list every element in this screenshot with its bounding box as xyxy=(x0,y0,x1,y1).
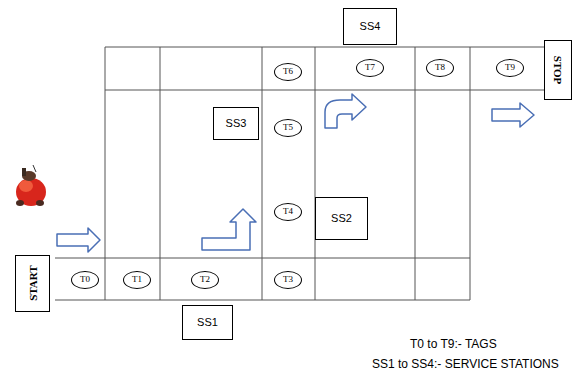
turn-arrow xyxy=(202,209,256,250)
terminal-label: STOP xyxy=(552,56,564,85)
tag-label: T2 xyxy=(200,275,210,285)
tag-label: T0 xyxy=(80,275,90,285)
tag-label: T8 xyxy=(435,63,445,73)
terminal-label: START xyxy=(26,266,38,301)
station-label: SS4 xyxy=(360,20,381,32)
direction-arrow xyxy=(492,103,534,127)
tag-ellipse: T1 xyxy=(123,271,151,289)
station-label: SS1 xyxy=(197,316,218,328)
robot-picture xyxy=(16,165,46,206)
legend-note: T0 to T9:- TAGS xyxy=(410,337,497,351)
tag-ellipse: T8 xyxy=(426,59,454,77)
tag-ellipse: T5 xyxy=(274,119,302,137)
tag-label: T7 xyxy=(365,63,375,73)
terminal-box: STOP xyxy=(544,40,572,100)
tag-ellipse: T3 xyxy=(274,271,302,289)
direction-arrow xyxy=(57,228,100,252)
station-label: SS2 xyxy=(331,212,352,224)
tag-ellipse: T9 xyxy=(496,59,524,77)
tag-label: T4 xyxy=(283,207,293,217)
station-label: SS3 xyxy=(226,117,247,129)
legend-note: SS1 to SS4:- SERVICE STATIONS xyxy=(372,357,559,371)
tag-label: T3 xyxy=(283,275,293,285)
tag-label: T6 xyxy=(283,67,293,77)
tag-label: T9 xyxy=(505,63,515,73)
tag-ellipse: T2 xyxy=(191,271,219,289)
tag-ellipse: T4 xyxy=(274,203,302,221)
tag-ellipse: T7 xyxy=(356,59,384,77)
service-station-box: SS2 xyxy=(315,197,368,240)
turn-arrow xyxy=(325,94,366,128)
tag-label: T5 xyxy=(283,123,293,133)
service-station-box: SS1 xyxy=(182,305,233,340)
tag-ellipse: T6 xyxy=(274,63,302,81)
terminal-box: START xyxy=(15,255,50,312)
tag-label: T1 xyxy=(132,275,142,285)
tag-ellipse: T0 xyxy=(71,271,99,289)
service-station-box: SS4 xyxy=(343,8,397,45)
service-station-box: SS3 xyxy=(213,107,259,140)
